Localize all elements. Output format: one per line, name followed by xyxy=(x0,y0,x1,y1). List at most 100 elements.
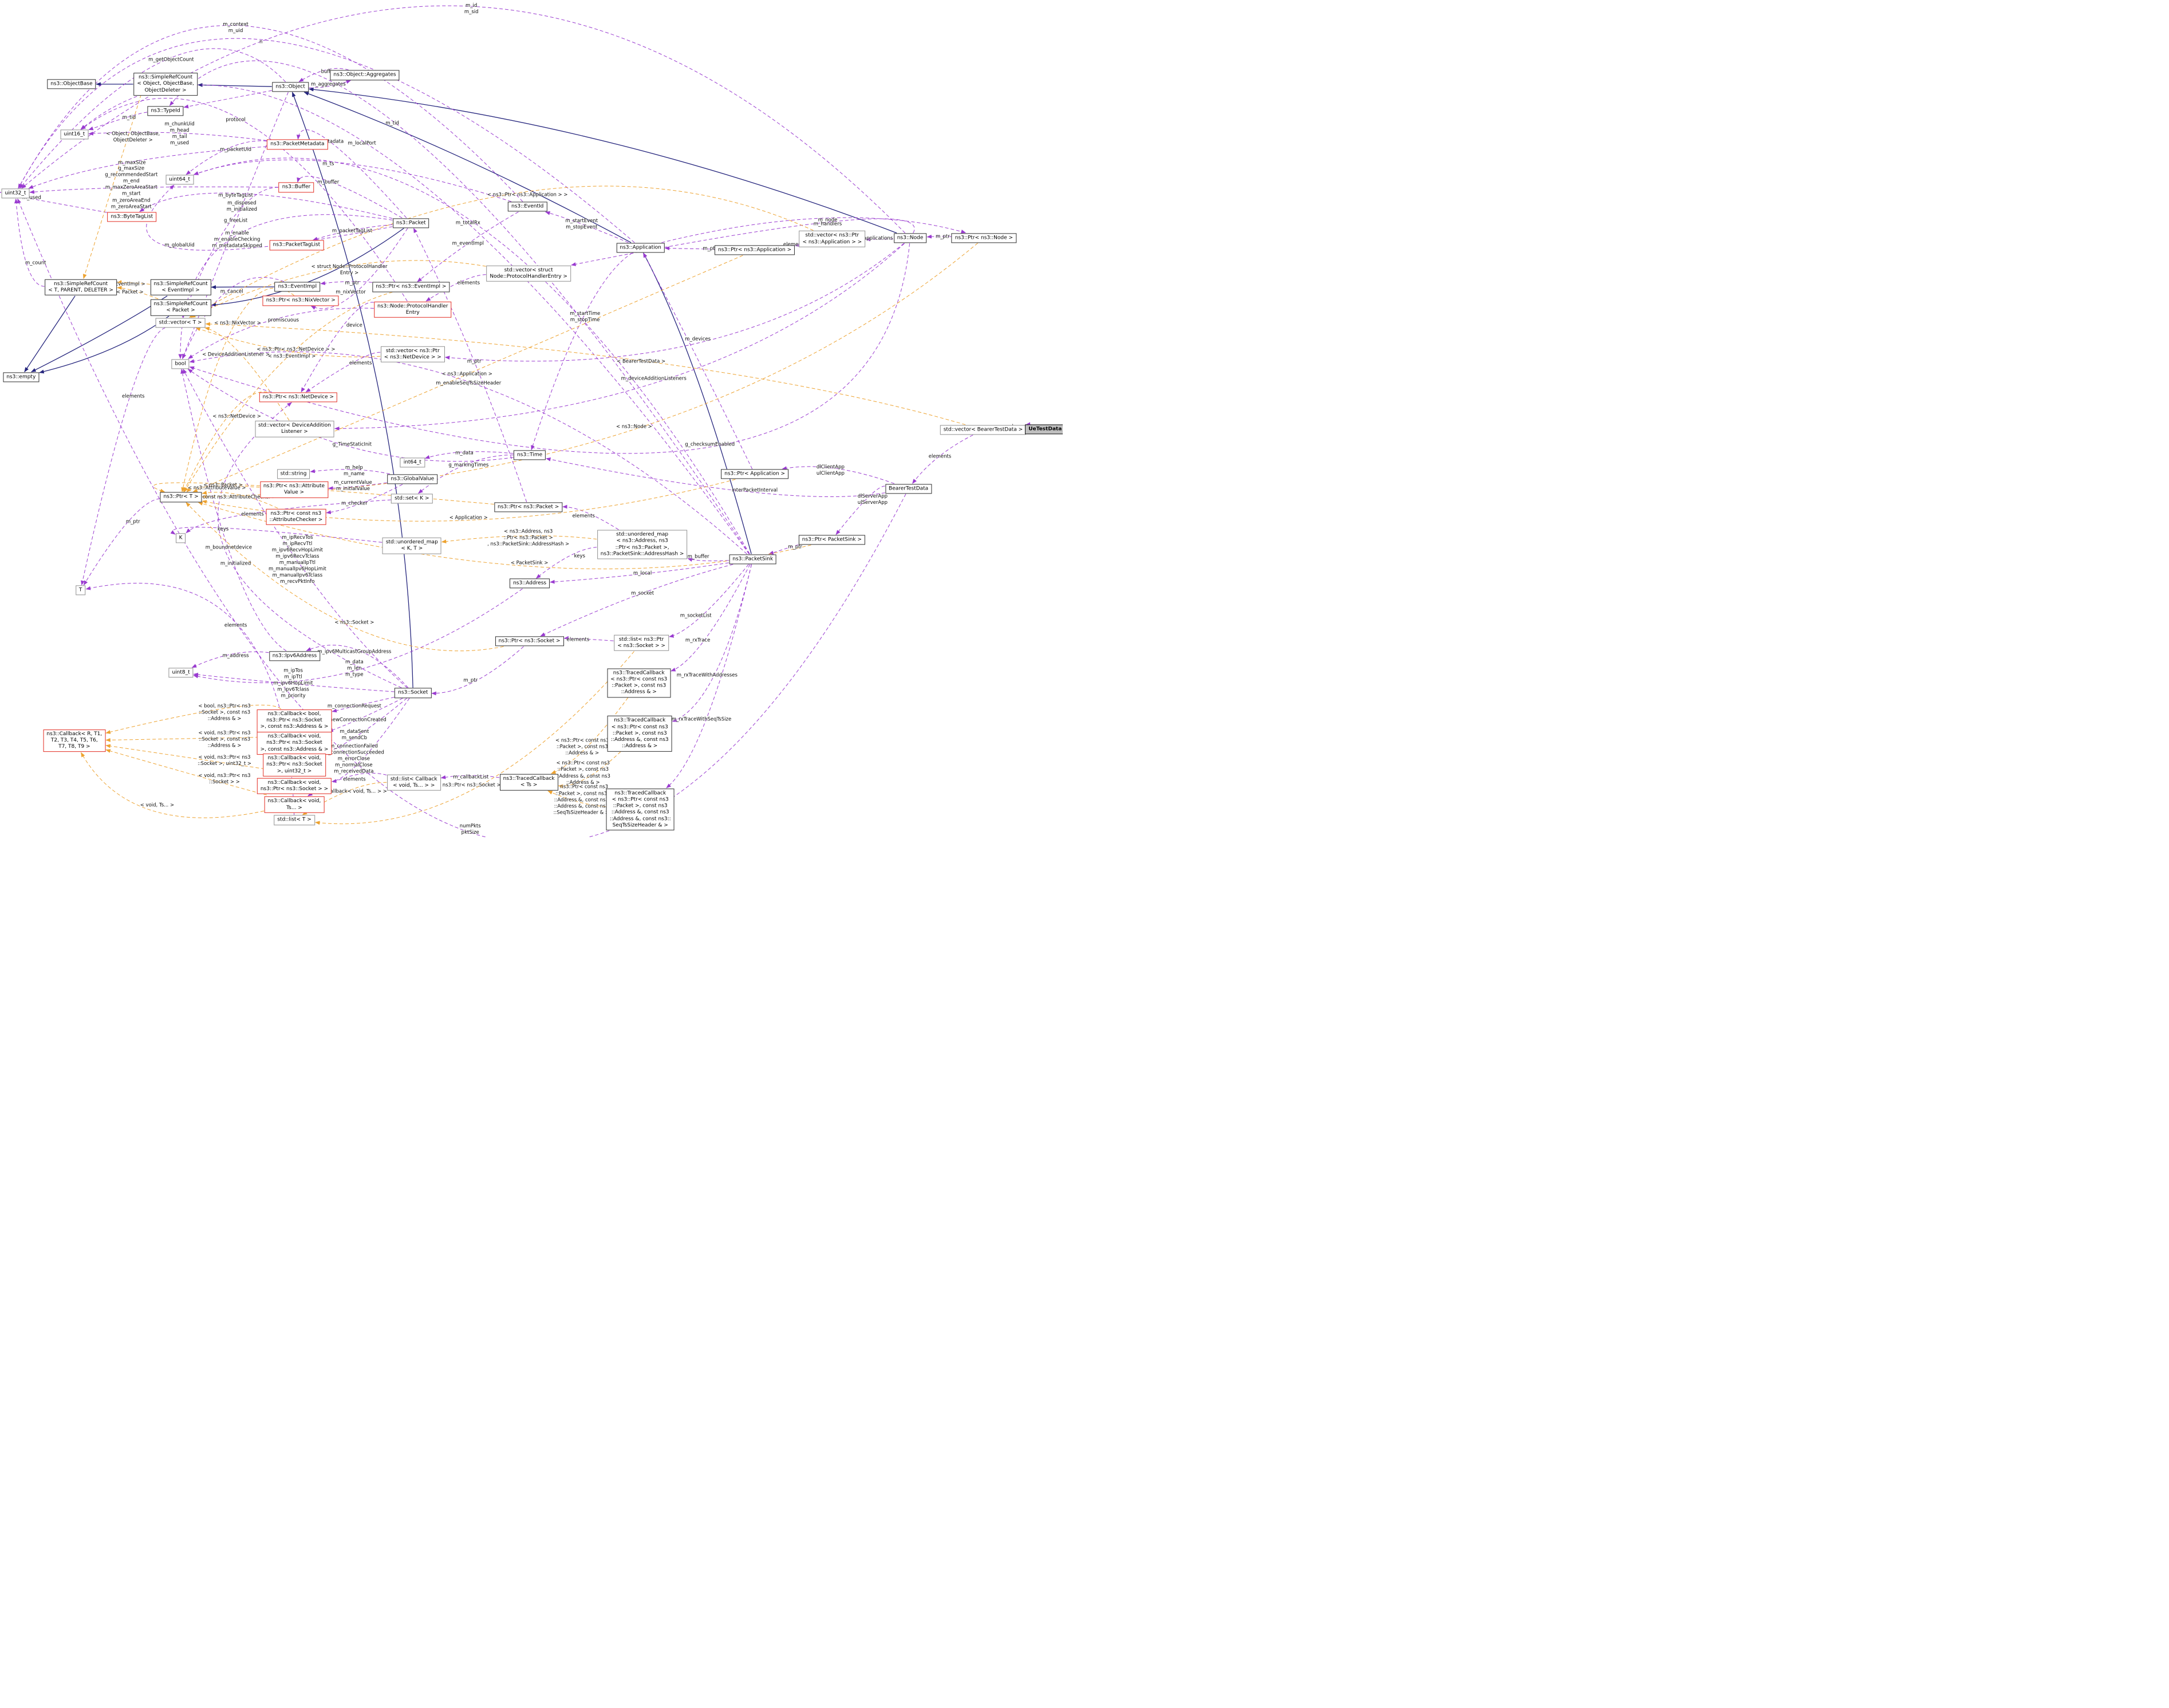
node-list_t[interactable]: std::list< T > xyxy=(274,815,315,825)
edge-socket-bool xyxy=(183,368,408,688)
node-ptr_packet[interactable]: ns3::Ptr< ns3::Packet > xyxy=(494,502,563,512)
edge-src_t-uint32 xyxy=(14,198,45,287)
node-uetestdata[interactable]: UeTestData xyxy=(1025,424,1063,435)
edge-globalvalue-ptr_attrval xyxy=(328,482,387,491)
node-src_t[interactable]: ns3::SimpleRefCount < T, PARENT, DELETER… xyxy=(45,279,117,295)
node-objectbase[interactable]: ns3::ObjectBase xyxy=(47,79,96,89)
node-ptr_packetsink[interactable]: ns3::Ptr< PacketSink > xyxy=(798,535,865,545)
edge-node-vec_phe xyxy=(571,218,915,266)
edge-application-eventid xyxy=(545,211,629,243)
node-string[interactable]: std::string xyxy=(277,468,310,479)
node-buffer[interactable]: ns3::Buffer xyxy=(278,182,314,192)
node-eventimpl[interactable]: ns3::EventImpl xyxy=(274,282,321,292)
node-vec_netdev[interactable]: std::vector< ns3::Ptr < ns3::NetDevice >… xyxy=(380,346,445,363)
edge-application-ptr_node xyxy=(661,217,967,243)
edge-src_t-empty xyxy=(24,295,76,373)
node-aggregates[interactable]: ns3::Object::Aggregates xyxy=(330,70,400,80)
edge-umap_addr-umap_kt xyxy=(441,535,597,543)
node-ptr_node[interactable]: ns3::Ptr< ns3::Node > xyxy=(951,232,1017,243)
node-application[interactable]: ns3::Application xyxy=(616,243,665,253)
node-cb_void_addr[interactable]: ns3::Callback< void, ns3::Ptr< ns3::Sock… xyxy=(257,732,332,755)
node-int64[interactable]: int64_t xyxy=(400,457,425,468)
node-umap_addr[interactable]: std::unordered_map < ns3::Address, ns3 :… xyxy=(597,530,688,559)
node-ptr_eventimpl[interactable]: ns3::Ptr< ns3::EventImpl > xyxy=(372,282,450,292)
edge-packet-bytetags xyxy=(139,192,393,219)
node-node[interactable]: ns3::Node xyxy=(893,233,927,243)
node-ipv6addr[interactable]: ns3::Ipv6Address xyxy=(269,650,321,661)
node-address[interactable]: ns3::Address xyxy=(510,578,550,589)
edge-bearertd-uint32 xyxy=(17,198,906,837)
node-vec_ptr_app[interactable]: std::vector< ns3::Ptr < ns3::Application… xyxy=(799,231,866,247)
edge-umap_addr-ptr_packet xyxy=(562,504,619,530)
node-empty[interactable]: ns3::empty xyxy=(3,372,40,382)
node-ptr_attrchk[interactable]: ns3::Ptr< const ns3 ::AttributeChecker > xyxy=(266,508,326,525)
node-cb_bool[interactable]: ns3::Callback< bool, ns3::Ptr< ns3::Sock… xyxy=(257,709,332,732)
node-packet[interactable]: ns3::Packet xyxy=(393,218,429,228)
edge-cb_bool-cb_r xyxy=(105,704,282,734)
edge-socket-ipv6addr xyxy=(306,645,409,688)
node-ptr_nix[interactable]: ns3::Ptr< ns3::NixVector > xyxy=(262,295,339,306)
edge-socket-cb_void_sock xyxy=(331,698,410,783)
node-socket[interactable]: ns3::Socket xyxy=(395,688,432,698)
node-uint16[interactable]: uint16_t xyxy=(60,129,89,140)
node-cb_void_sock[interactable]: ns3::Callback< void, ns3::Ptr< ns3::Sock… xyxy=(257,778,332,795)
node-tcb_ts[interactable]: ns3::TracedCallback < Ts > xyxy=(499,774,558,791)
edge-socket-cb_bool xyxy=(332,697,395,713)
edge-ptr_app2-application xyxy=(642,253,753,470)
edge-node-object xyxy=(309,87,897,234)
node-ptr_t[interactable]: ns3::Ptr< T > xyxy=(160,492,202,502)
node-uint8[interactable]: uint8_t xyxy=(168,668,194,678)
edge-vec_ptr_app-ptr_app xyxy=(795,243,800,247)
node-tcb_2[interactable]: ns3::TracedCallback < ns3::Ptr< const ns… xyxy=(607,668,671,698)
node-t[interactable]: T xyxy=(75,585,86,595)
edge-address-uint8 xyxy=(193,588,523,683)
node-src_event[interactable]: ns3::SimpleRefCount < EventImpl > xyxy=(150,279,211,295)
node-globalvalue[interactable]: ns3::GlobalValue xyxy=(387,474,438,484)
node-bool[interactable]: bool xyxy=(171,358,190,369)
node-bearertd[interactable]: BearerTestData xyxy=(885,483,932,494)
node-list_cb[interactable]: std::list< Callback < void, Ts... > > xyxy=(387,774,441,791)
node-src_object[interactable]: ns3::SimpleRefCount < Object, ObjectBase… xyxy=(133,73,198,96)
node-cb_void_ts[interactable]: ns3::Callback< void, Ts... > xyxy=(264,796,325,813)
node-uint64[interactable]: uint64_t xyxy=(165,175,194,185)
node-list_ptr_socket[interactable]: std::list< ns3::Ptr < ns3::Socket > > xyxy=(614,634,669,651)
node-ptr_app2[interactable]: ns3::Ptr< Application > xyxy=(721,469,789,479)
edge-src_event-empty xyxy=(31,295,168,373)
edge-vec_phe-vector_t xyxy=(190,260,486,318)
node-set_k[interactable]: std::set< K > xyxy=(391,494,433,504)
node-bytetags[interactable]: ns3::ByteTagList xyxy=(107,212,157,222)
node-time[interactable]: ns3::Time xyxy=(514,450,546,460)
node-packetsink[interactable]: ns3::PacketSink xyxy=(729,554,777,565)
node-tcb_3[interactable]: ns3::TracedCallback < ns3::Ptr< const ns… xyxy=(607,716,672,752)
node-pkttags[interactable]: ns3::PacketTagList xyxy=(269,240,324,250)
node-vec_bearertd[interactable]: std::vector< BearerTestData > xyxy=(940,425,1027,435)
edge-pktmeta-uint16 xyxy=(88,131,267,141)
node-k[interactable]: K xyxy=(175,533,186,543)
node-vector_t[interactable]: std::vector< T > xyxy=(155,317,206,328)
node-cb_void_u32[interactable]: ns3::Callback< void, ns3::Ptr< ns3::Sock… xyxy=(263,754,326,777)
edge-time-set_k xyxy=(418,455,514,494)
edge-ptr_app-ptr_t xyxy=(192,255,743,492)
edge-src_packet-empty xyxy=(39,315,169,374)
node-ptr_netdev[interactable]: ns3::Ptr< ns3::NetDevice > xyxy=(259,392,338,403)
node-umap_kt[interactable]: std::unordered_map < K, T > xyxy=(382,537,441,554)
edge-ptr_app-application xyxy=(664,246,723,251)
node-uint32[interactable]: uint32_t xyxy=(1,188,30,199)
node-tcb_seq[interactable]: ns3::TracedCallback < ns3::Ptr< const ns… xyxy=(606,788,675,831)
edge-eventimpl-bool xyxy=(182,277,285,360)
node-src_packet[interactable]: ns3::SimpleRefCount < Packet > xyxy=(150,299,211,316)
node-vec_dal[interactable]: std::vector< DeviceAddition Listener > xyxy=(255,420,334,437)
node-typeid[interactable]: ns3::TypeId xyxy=(147,105,184,116)
node-vec_phe[interactable]: std::vector< struct Node::ProtocolHandle… xyxy=(486,265,571,282)
edge-socket-ptr_netdev xyxy=(218,402,402,688)
node-cb_r[interactable]: ns3::Callback< R, T1, T2, T3, T4, T5, T6… xyxy=(43,729,106,752)
node-ptr_app[interactable]: ns3::Ptr< ns3::Application > xyxy=(715,245,795,255)
node-pktmeta[interactable]: ns3::PacketMetadata xyxy=(267,139,328,149)
node-ptr_socket[interactable]: ns3::Ptr< ns3::Socket > xyxy=(495,636,564,646)
edge-packetsink-tcb_3 xyxy=(672,564,752,722)
node-eventid[interactable]: ns3::EventId xyxy=(508,202,547,212)
node-ptr_attrval[interactable]: ns3::Ptr< ns3::Attribute Value > xyxy=(259,481,329,498)
edge-ptr_attrval-ptr_t xyxy=(186,486,260,492)
node-object[interactable]: ns3::Object xyxy=(272,82,309,92)
node-phe[interactable]: ns3::Node::ProtocolHandler Entry xyxy=(374,301,452,318)
